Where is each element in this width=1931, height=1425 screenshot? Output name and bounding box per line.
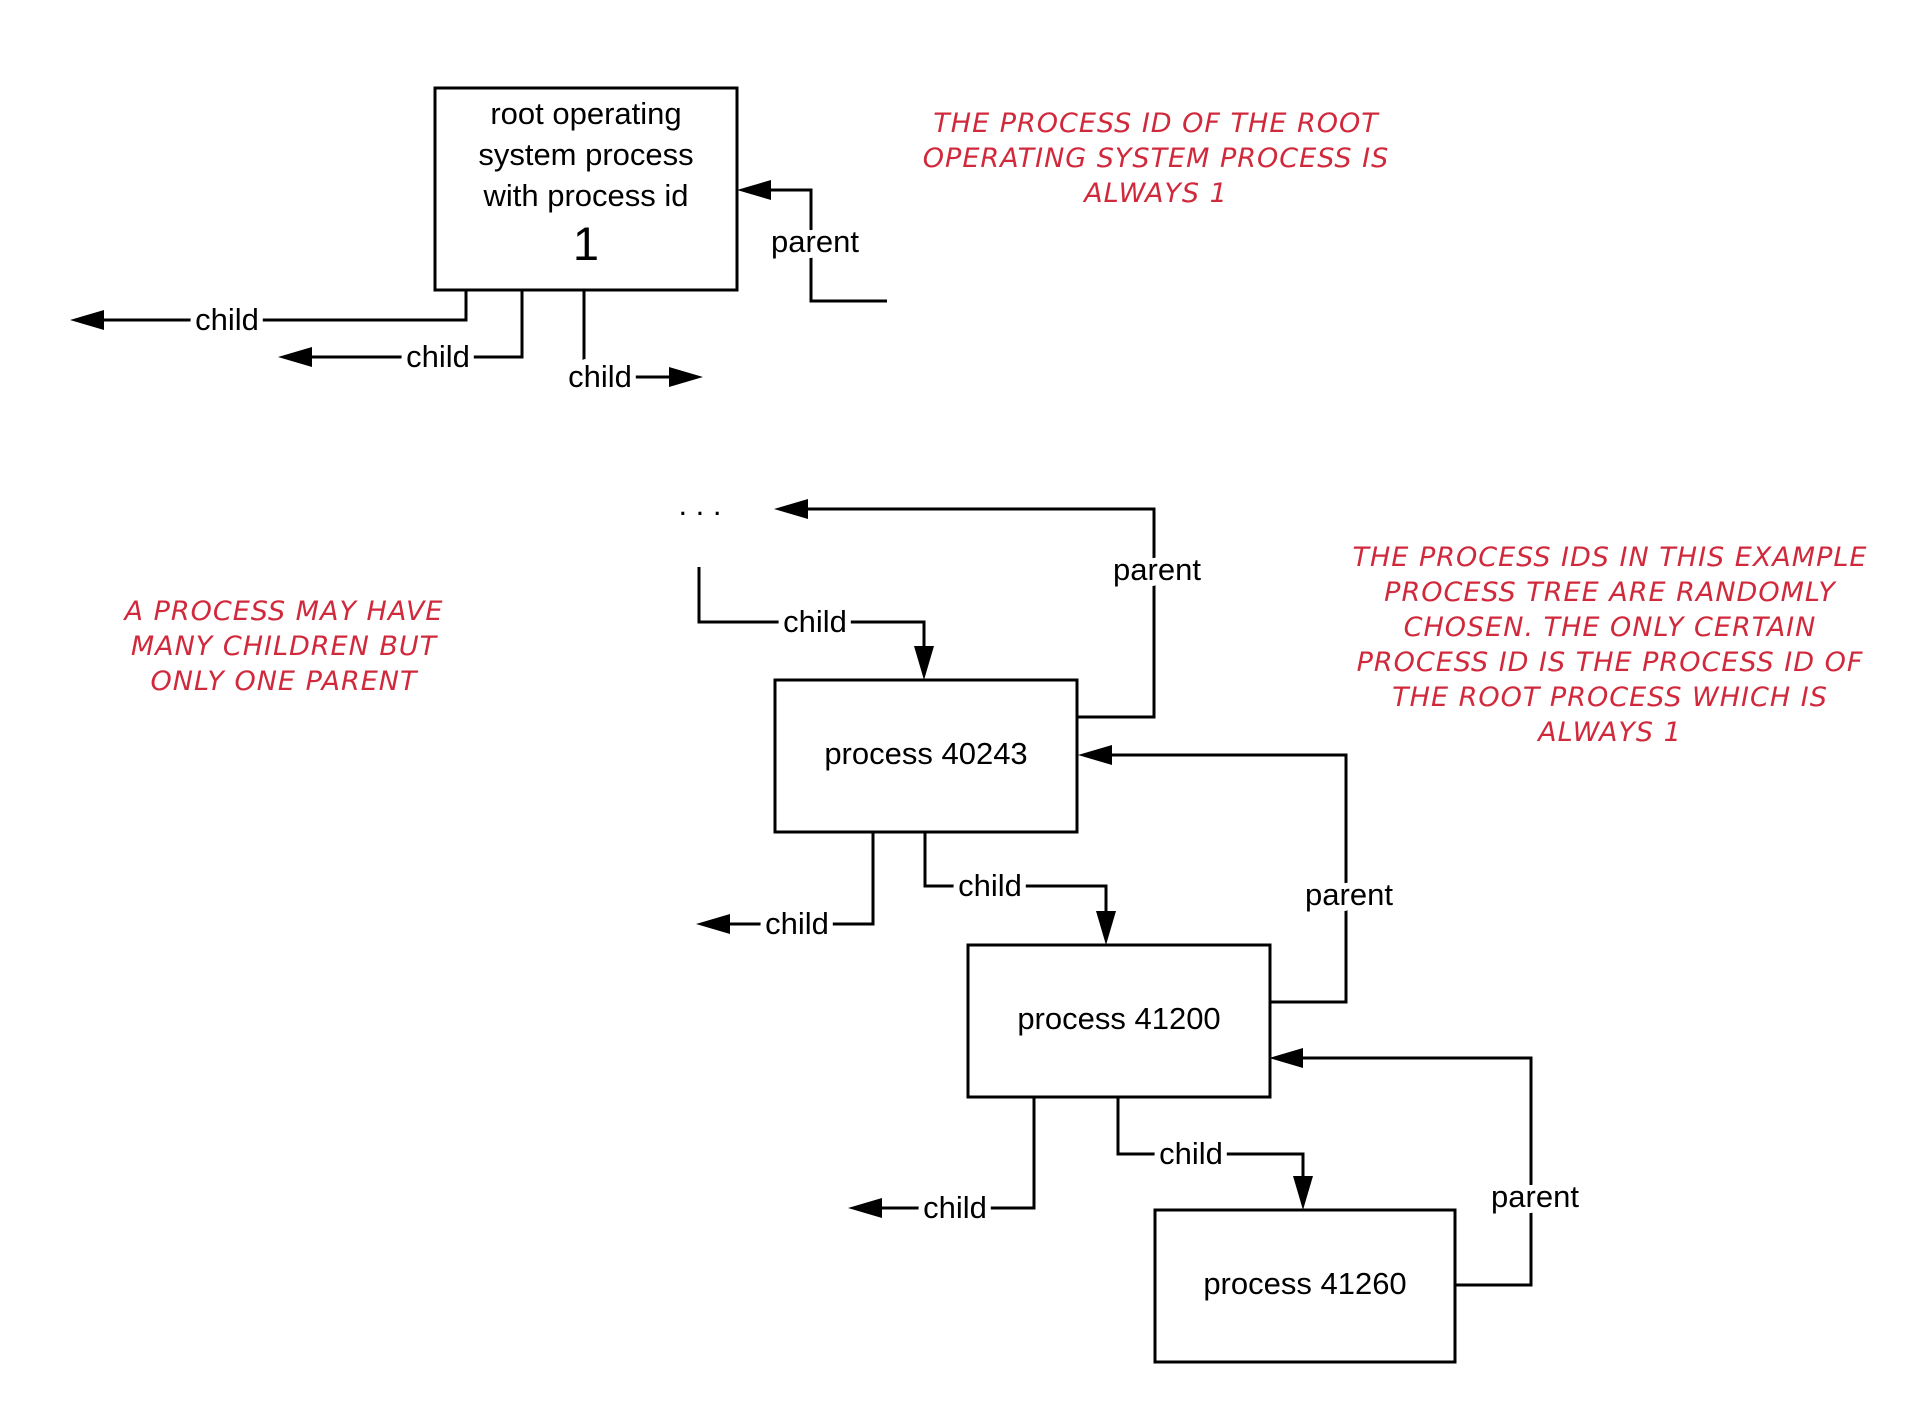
root-process-label-line-1: root operating [490, 96, 681, 131]
note-root-pid: The process ID of the root operating sys… [923, 108, 1389, 209]
note-root-pid-line-3: always 1 [1082, 178, 1228, 209]
ellipsis-child-arrowhead [914, 646, 934, 680]
note-many-children-line-2: many children but [131, 631, 439, 662]
root-child-connector-3 [582, 290, 672, 379]
note-random-ids-line-3: chosen. The only certain [1404, 612, 1817, 643]
p41260-parent-connector [1300, 1056, 1533, 1287]
process-node-41260-label: process 41260 [1203, 1266, 1406, 1301]
note-many-children-line-1: A process may have [123, 596, 444, 627]
p41200-child-arrowhead-2 [1293, 1176, 1313, 1210]
note-random-ids-line-5: the root process which is [1392, 682, 1828, 713]
process-node-40243: process 40243 [773, 678, 1079, 834]
edge-label-child: child [406, 339, 470, 374]
note-random-ids-line-2: process tree are randomly [1384, 577, 1837, 608]
root-parent-connector [768, 188, 887, 303]
p41200-child-connector-1 [880, 1097, 1036, 1210]
edge-label-child: child [923, 1190, 987, 1225]
edge-label-child: child [195, 302, 259, 337]
root-process-pid: 1 [573, 217, 599, 270]
process-node-40243-label: process 40243 [824, 736, 1027, 771]
note-random-ids-line-1: The process IDs in this example [1353, 542, 1868, 573]
note-root-pid-line-1: The process ID of the root [933, 108, 1380, 139]
root-parent-arrowhead [737, 180, 771, 200]
root-child-arrowhead-3 [669, 367, 703, 387]
p41200-parent-arrowhead [1078, 745, 1112, 765]
ellipsis-node: . . . [678, 487, 721, 522]
p41260-parent-arrowhead [1269, 1048, 1303, 1068]
note-many-children: A process may have many children but onl… [123, 596, 444, 697]
edge-label-parent: parent [1113, 552, 1201, 587]
p40243-parent-arrowhead [774, 499, 808, 519]
edge-label-parent: parent [771, 224, 859, 259]
edge-label-child: child [765, 906, 829, 941]
edge-label-child: child [783, 604, 847, 639]
edge-label-child: child [958, 868, 1022, 903]
edge-label-child: child [1159, 1136, 1223, 1171]
root-child-arrowhead-2 [278, 347, 312, 367]
p40243-child-connector-1 [728, 832, 875, 926]
p40243-child-arrowhead-2 [1096, 911, 1116, 945]
root-process-label-line-3: with process id [482, 178, 688, 213]
p41200-child-connector-2 [1116, 1097, 1305, 1179]
p40243-parent-connector [806, 507, 1156, 719]
p40243-child-connector-2 [923, 832, 1108, 914]
process-node-41200: process 41200 [966, 943, 1272, 1099]
note-random-ids: The process IDs in this example process … [1353, 542, 1868, 748]
p40243-child-arrowhead-1 [696, 914, 730, 934]
edge-label-child: child [568, 359, 632, 394]
root-process-node: root operating system process with proce… [433, 86, 739, 292]
root-process-label-line-2: system process [478, 137, 693, 172]
ellipsis-child-connector [697, 567, 926, 650]
process-node-41260: process 41260 [1153, 1208, 1457, 1364]
edge-label-parent: parent [1305, 877, 1393, 912]
note-root-pid-line-2: operating system process is [923, 143, 1389, 174]
root-child-connector-1 [100, 290, 468, 322]
root-child-arrowhead-1 [70, 310, 104, 330]
note-random-ids-line-6: always 1 [1536, 717, 1682, 748]
note-many-children-line-3: only one parent [151, 666, 419, 697]
p41200-parent-connector [1110, 753, 1348, 1004]
note-random-ids-line-4: process ID is the process ID of [1357, 647, 1864, 678]
edge-label-parent: parent [1491, 1179, 1579, 1214]
p41200-child-arrowhead-1 [848, 1198, 882, 1218]
root-child-connector-2 [310, 290, 524, 359]
process-node-41200-label: process 41200 [1017, 1001, 1220, 1036]
